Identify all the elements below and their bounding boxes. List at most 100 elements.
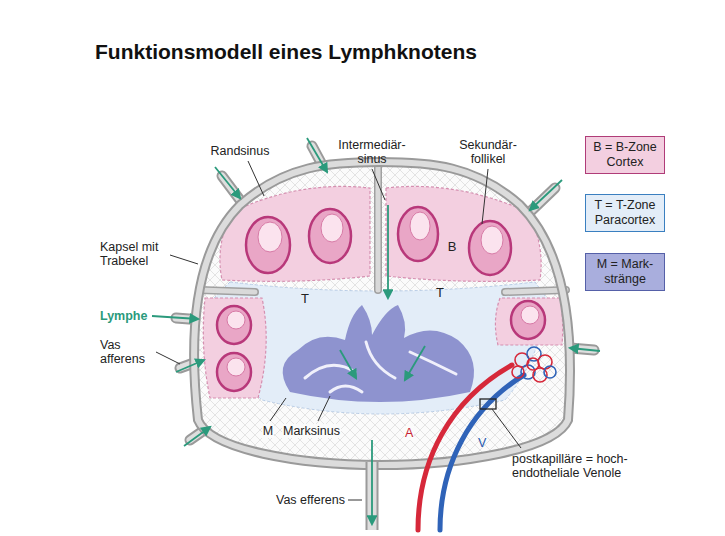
illustration-part (176, 360, 204, 372)
illustration-part (318, 396, 330, 421)
vessel-letter: V (478, 436, 486, 450)
vessel-label: Vas afferens (100, 338, 145, 366)
trabeculae (200, 166, 566, 292)
legend-swatch: T = T-Zone Paracortex (585, 194, 665, 232)
illustration-part (418, 365, 512, 530)
follicle-label: Sekundär- follikel (459, 138, 517, 166)
illustration-part (530, 180, 562, 210)
illustration-part (246, 217, 290, 273)
illustration-part (227, 212, 539, 376)
illustration-part (305, 365, 355, 378)
illustration-part (200, 290, 255, 292)
illustration-part (248, 161, 264, 196)
illustration-part (410, 212, 430, 240)
title-box: Funktionsmodell eines Lymphknotens (95, 40, 477, 64)
illustration-part (203, 298, 266, 398)
vessel-letter: A (404, 426, 414, 440)
zone-letter: B (448, 239, 457, 254)
illustration-part (511, 301, 545, 339)
sinus-label-box: Marksinus (282, 424, 352, 438)
illustration-part (156, 352, 180, 364)
illustration-part (398, 207, 438, 261)
illustration-part (482, 169, 488, 224)
capsule (194, 162, 570, 465)
medullary-sinus-channels (305, 342, 456, 392)
illustration-part (200, 290, 255, 292)
illustration-part (200, 166, 566, 292)
illustration-part (481, 226, 503, 254)
legend-swatch: B = B-Zone Cortex (585, 136, 665, 174)
zone-letter: M (262, 424, 274, 438)
lymph-label: Lymphe (100, 309, 147, 323)
illustration-part (538, 355, 552, 369)
venule-label-box: postkapilläre = hoch- endotheliale Venol… (512, 452, 652, 480)
illustration-part (309, 209, 351, 263)
illustration-part (505, 290, 566, 292)
title-text: Funktionsmodell eines Lymphknotens (95, 40, 477, 63)
zone-letter: T (301, 291, 309, 306)
follicle-label-box: Sekundär- follikel (448, 138, 528, 166)
legend-text: T = T-Zone Paracortex (594, 198, 655, 227)
illustration-part (512, 366, 524, 378)
illustration-part (530, 188, 555, 212)
blood-vessels (418, 365, 524, 530)
zone-letter: T (436, 285, 444, 300)
capsule-inner (194, 162, 570, 465)
hev-marker (480, 399, 496, 409)
leader-lines (156, 161, 521, 500)
sinus-label: Intermediär- sinus (338, 138, 405, 166)
lymph-label-box: Lymphe (100, 309, 170, 323)
capsule-label-box: Kapsel mit Trabekel (100, 240, 180, 268)
illustration-part (570, 348, 600, 351)
zone-letter-box: B (444, 240, 460, 254)
illustration-part (227, 358, 245, 376)
illustration-part (492, 409, 521, 448)
illustration-part (200, 166, 566, 292)
illustration-part (307, 138, 327, 172)
illustration-part (366, 342, 395, 378)
illustration-part (387, 205, 389, 298)
illustration-part (440, 375, 524, 530)
capillary-network (512, 347, 556, 382)
illustration-part (184, 427, 210, 446)
reticular-mesh (194, 162, 570, 465)
illustration-part (505, 290, 566, 292)
zone-letter-box: T (432, 286, 448, 300)
vessel-label: Vas efferens (276, 493, 345, 507)
illustration-part (371, 440, 373, 524)
illustration-part (527, 358, 539, 370)
illustration-part (217, 353, 251, 391)
illustration-part (258, 222, 282, 252)
illustration-part (152, 316, 198, 319)
vessel-label-box: Vas afferens (100, 338, 156, 366)
sinus-label-box: Intermediär- sinus (332, 138, 412, 166)
illustration-part (215, 167, 240, 198)
sinus-label: Marksinus (282, 424, 341, 438)
illustration-part (170, 255, 198, 264)
illustration-part (270, 398, 286, 421)
legend-text: B = B-Zone Cortex (593, 140, 657, 169)
illustration-part (495, 298, 562, 345)
illustration-part (405, 346, 425, 380)
illustration-part (321, 214, 343, 242)
legend-text: M = Mark- stränge (597, 257, 654, 286)
capsule-label: Kapsel mit Trabekel (100, 240, 158, 268)
node-body (194, 162, 570, 465)
sinus-label-box: Randsinus (195, 144, 285, 158)
vessel-letter-box: V (478, 436, 492, 450)
vessel-label-box: Vas efferens (260, 493, 345, 507)
zone-letter-box: M (260, 424, 276, 438)
illustration-part (340, 350, 356, 378)
illustration-part (521, 306, 539, 324)
illustration-part (330, 386, 362, 392)
illustration-part (410, 352, 456, 374)
vessel-letter-box: A (404, 426, 418, 440)
illustration-part (530, 188, 555, 212)
venule-label: postkapilläre = hoch- endotheliale Venol… (512, 452, 628, 480)
illustration-part (469, 221, 511, 275)
illustration-part (348, 500, 362, 501)
illustration-part (227, 311, 245, 329)
sinus-label: Randsinus (210, 144, 269, 158)
illustration-part (372, 169, 385, 200)
